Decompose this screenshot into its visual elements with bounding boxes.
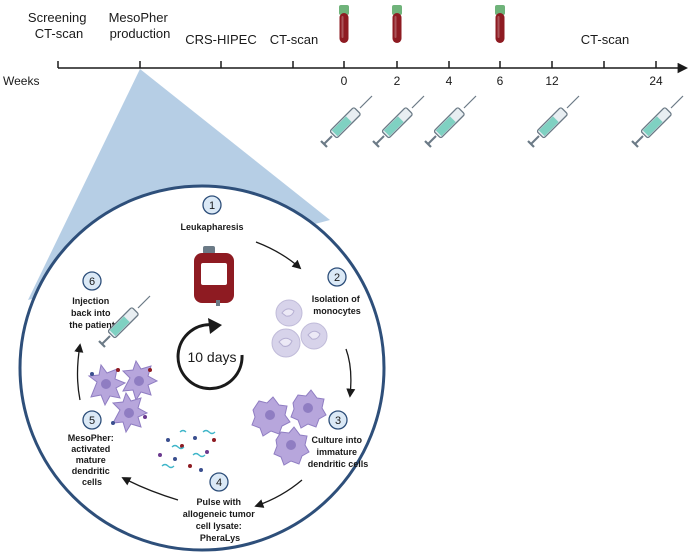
- cycle-duration-label: 10 days: [187, 349, 236, 365]
- week-tick-4: 4: [446, 74, 453, 88]
- flow-arrow-4-5: [121, 477, 179, 501]
- step-number-2: 2: [334, 272, 340, 284]
- blood-tube-icon: [495, 5, 505, 43]
- event-screening: Screening CT-scan: [28, 10, 90, 41]
- step-label-3: Culture into immature dendritic cells: [308, 435, 369, 469]
- immature-dendritic-cell-icon: [251, 389, 327, 466]
- event-crs-hipec: CRS-HIPEC: [185, 32, 257, 47]
- step-number-6: 6: [89, 276, 95, 288]
- week-tick-0: 0: [341, 74, 348, 88]
- cycle-circle: [18, 184, 386, 552]
- week-tick-24: 24: [649, 74, 663, 88]
- event-ct-scan-1: CT-scan: [270, 32, 318, 47]
- flow-arrow-1-2: [255, 241, 302, 270]
- step-number-5: 5: [89, 415, 95, 427]
- cycle-arrowhead: [208, 318, 222, 334]
- step-badge-1: [202, 195, 222, 215]
- week-tick-12: 12: [545, 74, 559, 88]
- event-mesopher-production: MesoPher production: [109, 10, 172, 41]
- mature-dendritic-cell-icon: [87, 359, 159, 434]
- step-label-6: Injection back into the patient: [69, 296, 115, 330]
- timeline-ticks: [57, 61, 657, 68]
- monocyte-icon: [271, 299, 328, 358]
- blood-tube-icon: [392, 5, 402, 43]
- syringe-icon: [526, 94, 581, 149]
- flow-arrow-5-6: [74, 343, 84, 401]
- tumor-lysate-icon: [158, 429, 216, 472]
- step-badge-3: [328, 410, 348, 430]
- syringe-icon: [423, 94, 478, 149]
- step-badge-4: [209, 472, 229, 492]
- flow-arrow-2-3: [345, 348, 356, 398]
- step-number-3: 3: [335, 415, 341, 427]
- step-label-5: MesoPher: activated mature dendritic cel…: [68, 433, 117, 487]
- cycle-arrow-icon: [176, 323, 244, 391]
- week-tick-6: 6: [497, 74, 504, 88]
- syringe-icon: [371, 94, 426, 149]
- step-number-4: 4: [216, 477, 222, 489]
- production-cycle: 10 days 1 Leukapharesis 2 Isolation of m…: [18, 184, 386, 552]
- step-badge-6: [82, 271, 102, 291]
- event-ct-scan-2: CT-scan: [581, 32, 629, 47]
- syringe-icon: [319, 94, 374, 149]
- blood-tube-icon: [339, 5, 349, 43]
- blood-bag-icon: [194, 246, 234, 306]
- step-number-1: 1: [209, 200, 215, 212]
- syringe-icon: [630, 94, 685, 149]
- step-label-4: Pulse with allogeneic tumor cell lysate:…: [183, 497, 258, 543]
- step-label-1: Leukapharesis: [180, 222, 243, 232]
- weeks-axis-label: Weeks: [3, 74, 39, 88]
- step-label-2: Isolation of monocytes: [312, 294, 363, 316]
- timeline: Screening CT-scan MesoPher production CR…: [3, 5, 689, 149]
- week-tick-2: 2: [394, 74, 401, 88]
- flow-arrow-3-4: [254, 479, 303, 508]
- step-badge-2: [327, 267, 347, 287]
- step-badge-5: [82, 410, 102, 430]
